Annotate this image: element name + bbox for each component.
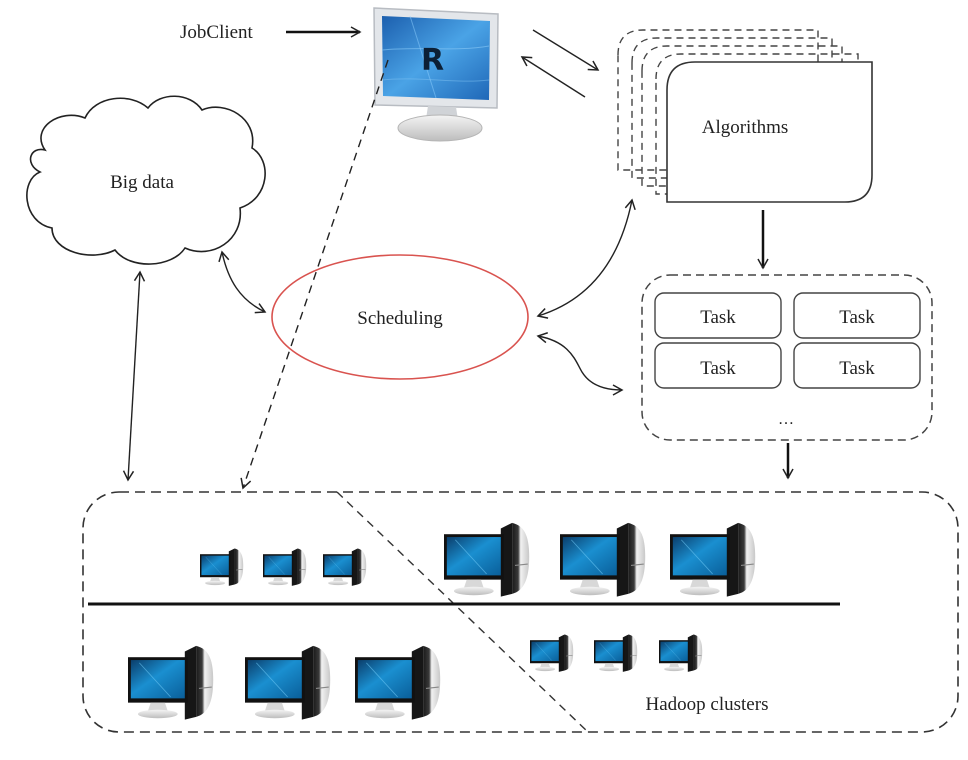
- task-pool-border: [641, 274, 933, 441]
- bigdata-scheduling-arrow: [218, 250, 267, 314]
- computer-icon: [669, 522, 756, 598]
- more-tasks-ellipsis: …: [778, 411, 794, 428]
- scheduling-ellipse: [271, 254, 529, 380]
- task-label: Task: [839, 358, 875, 379]
- hadoop-border: [82, 491, 959, 733]
- task-box: [793, 292, 921, 339]
- task-box: [793, 342, 921, 389]
- hadoop-clusters-label: Hadoop clusters: [646, 694, 769, 715]
- task-label: Task: [700, 358, 736, 379]
- hadoop-clusters: Hadoop clusters: [82, 491, 959, 733]
- scheduling-label: Scheduling: [357, 308, 443, 329]
- computer-icon: [322, 548, 367, 587]
- algorithms-box: [666, 61, 873, 203]
- computer-icon: [262, 548, 307, 587]
- task-pool: Task Task Task Task …: [641, 274, 933, 441]
- algorithms-to-r-arrow: [520, 56, 586, 98]
- r-logo-letter: R: [421, 43, 444, 78]
- jobclient-label: JobClient: [180, 22, 254, 43]
- r-to-algorithms-arrow: [532, 29, 600, 71]
- computer-icon: [127, 645, 214, 721]
- computer-icon: [199, 548, 244, 587]
- bigdata-hadoop-arrow: [122, 270, 146, 482]
- scheduling-node: Scheduling: [271, 254, 529, 380]
- big-data-label: Big data: [110, 172, 174, 193]
- computer-icon: [354, 645, 441, 721]
- scheduling-algorithms-arrow: [536, 198, 636, 319]
- task-label: Task: [700, 307, 736, 328]
- algorithms-stack: Algorithms: [617, 29, 873, 203]
- scheduling-tasks-arrow: [536, 332, 624, 396]
- hadoop-diagonal-divider: [336, 491, 589, 733]
- big-data-cloud: Big data: [26, 95, 266, 265]
- computer-icon: [529, 634, 574, 673]
- computer-icon: [244, 645, 331, 721]
- r-monitor-icon: R: [373, 7, 499, 142]
- computer-icon: [443, 522, 530, 598]
- algorithms-label: Algorithms: [702, 117, 789, 138]
- task-box: [654, 342, 782, 389]
- r-to-hadoop-dashed-arrow: [240, 59, 389, 490]
- task-box: [654, 292, 782, 339]
- computer-icon: [658, 634, 703, 673]
- computer-icon: [593, 634, 638, 673]
- task-label: Task: [839, 307, 875, 328]
- computer-icon: [559, 522, 646, 598]
